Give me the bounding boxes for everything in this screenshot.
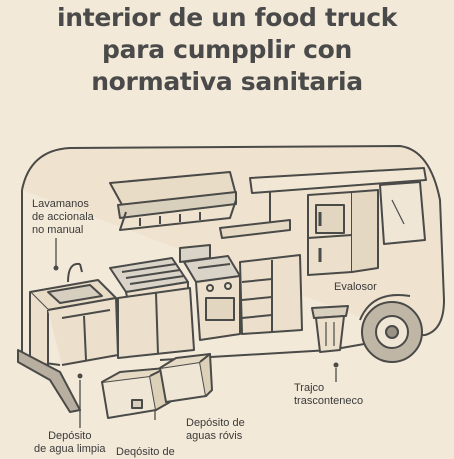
refrigerator: [307, 189, 379, 276]
label-trash-line-1: Trajco: [294, 382, 325, 394]
label-cut-off: Deqósito de: [116, 446, 175, 458]
title-line-3: normativa sanitaria: [91, 67, 363, 96]
label-handwash-line-1: Lavamanos: [32, 198, 89, 210]
grey-water-tank: [159, 353, 213, 403]
label-grey-water-line-2: aguas róvis: [186, 430, 243, 442]
label-clean-water-line-2: de agua limpia: [34, 443, 106, 455]
leader-lines: [55, 238, 337, 428]
title-line-2: para cumpplir con: [102, 35, 352, 64]
sink-counter: [29, 262, 119, 366]
label-handwash-line-3: no manual: [32, 224, 84, 236]
title-line-1: interior de un food truck: [56, 3, 398, 32]
label-refrigerator: Evalosor: [334, 281, 377, 293]
label-handwash-line-2: de accionala: [32, 211, 94, 223]
wheel: [359, 294, 423, 363]
label-clean-water-tank: Depósito de agua limpia: [34, 430, 106, 456]
truck-frame: [17, 349, 81, 413]
clean-water-tank: [101, 367, 171, 419]
label-handwash-sink: Lavamanos de accionala no manual: [32, 198, 94, 237]
label-grey-water-tank: Depósito de aguas róvis: [186, 417, 245, 443]
trash-bin: [311, 305, 349, 353]
label-trash-line-2: trasconteneco: [294, 395, 364, 407]
label-grey-water-line-1: Depósito de: [186, 417, 245, 429]
label-clean-water-line-1: Depósito: [48, 430, 92, 442]
service-window: [379, 181, 426, 245]
range-hood: [109, 171, 237, 231]
diagram-title: interior de un food truck para cumpplir …: [0, 2, 454, 98]
stove-oven: [179, 244, 241, 341]
label-trash: Trajco trasconteneco: [294, 382, 363, 408]
